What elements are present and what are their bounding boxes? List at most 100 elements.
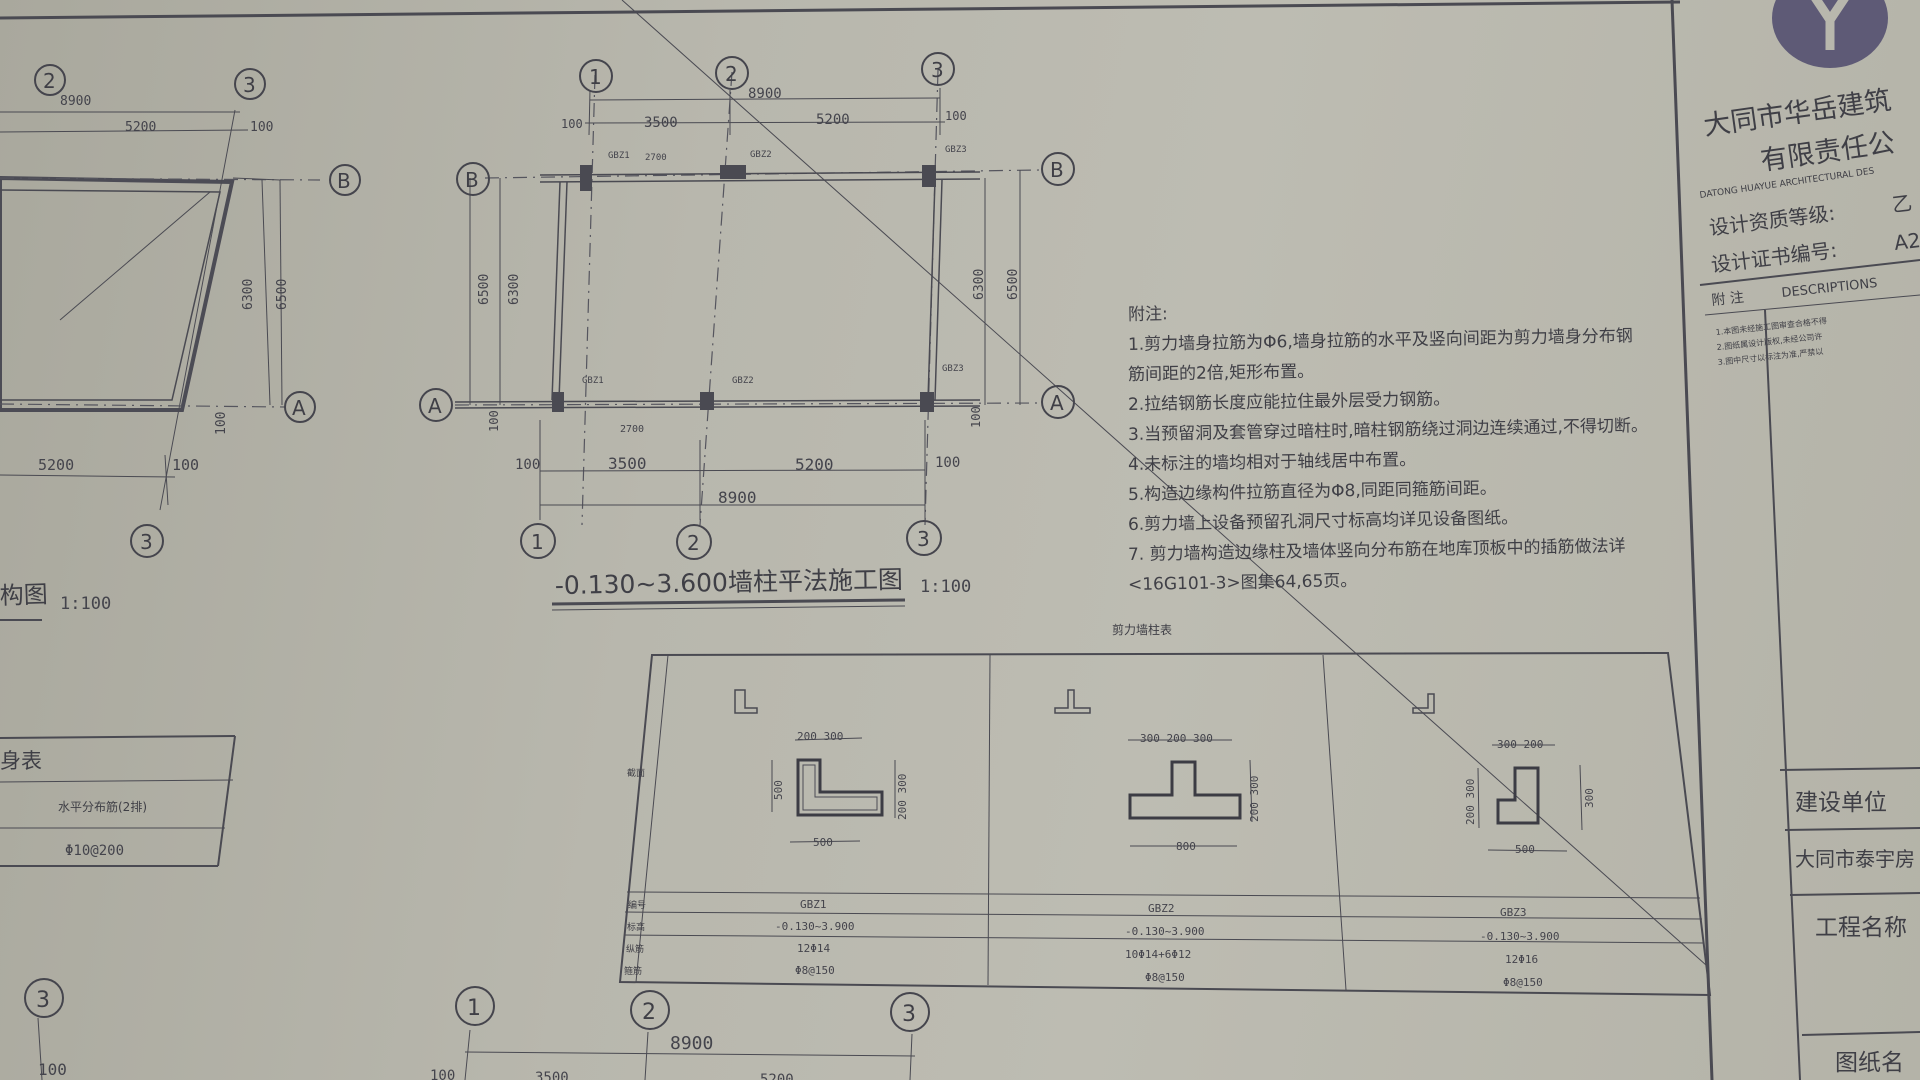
- top-dim-total: 8900: [748, 86, 782, 102]
- left-dim-edge: 100: [250, 120, 273, 135]
- grid-bubble-top-1: [579, 59, 613, 93]
- dim-line-top-total: [589, 97, 941, 101]
- grid-label-top-1: 1: [589, 65, 602, 89]
- grid-label-right-A-main: A: [1050, 391, 1064, 415]
- section-gbz1: 200 300 500 200 300 500: [734, 689, 909, 849]
- left-plan-wall-outline: [0, 175, 235, 412]
- grid-bubble-bottom-plan-2: [630, 990, 670, 1030]
- left-dim-edge-bottom: 100: [172, 456, 199, 474]
- grid-bubble-left-2: [34, 64, 66, 96]
- left-side-dim-edge: 100: [487, 410, 501, 432]
- bottom-plan-dim-span2: 5200: [760, 1072, 794, 1080]
- gbz3-dim-side: 300: [1583, 788, 1596, 808]
- dim-wall-sub-bottom: 2700: [620, 424, 644, 435]
- left-table-value: Φ10@200: [65, 843, 124, 859]
- grid-bubble-bottom-left-3: [24, 978, 64, 1018]
- company-name-line2: 有限责任公: [1759, 127, 1897, 176]
- bottom-dim-total: 8900: [718, 488, 757, 507]
- sheet-border-top: [0, 0, 1681, 20]
- top-dim-span2: 5200: [816, 112, 850, 128]
- left-drawing-scale: 1:100: [60, 594, 111, 614]
- column-gbz1-top: [580, 165, 592, 191]
- gbz2-long: 10Φ14+6Φ12: [1125, 948, 1191, 961]
- right-side-dim-bay-out: 6500: [1006, 269, 1021, 300]
- grid-bubble-bottom-plan-1: [455, 986, 495, 1026]
- qualification-label: 设计资质等级:: [1708, 201, 1837, 240]
- qualification-value: 乙: [1891, 191, 1914, 217]
- grid-label-left-2: 2: [43, 69, 56, 93]
- row-label-id: 编号: [628, 899, 646, 911]
- grid-label-top-3: 3: [931, 58, 944, 82]
- certificate-value: A2: [1893, 228, 1920, 255]
- bottom-dim-span2: 5200: [795, 455, 834, 474]
- column-gbz2-bottom: [700, 392, 714, 410]
- descriptions-en: DESCRIPTIONS: [1781, 276, 1878, 301]
- project-label: 工程名称: [1815, 915, 1907, 941]
- gbz2-dim-side: 200 300: [1248, 776, 1261, 822]
- column-table-border: [618, 651, 1712, 997]
- gbz3-dim-side2: 200 300: [1464, 779, 1477, 825]
- top-dim-span1: 3500: [644, 115, 678, 131]
- gbz3-dim-top: 300 200: [1497, 738, 1543, 751]
- section-gbz2: 300 200 300 200 300 800: [1054, 689, 1261, 853]
- general-notes: 附注: 1.剪力墙身拉筋为Φ6,墙身拉筋的水平及竖向间距为剪力墙身分布钢 筋间距…: [1128, 300, 1688, 600]
- main-drawing-scale: 1:100: [920, 577, 971, 597]
- grid-bubble-bottom-3: [906, 520, 942, 556]
- top-dim-edge-left: 100: [561, 117, 583, 131]
- tag-gbz3-top: GBZ3: [945, 145, 967, 155]
- grid-label-bottom-1: 1: [531, 530, 544, 554]
- gbz1-id: GBZ1: [800, 898, 827, 911]
- grid-label-left-B-main: B: [465, 168, 479, 192]
- gbz1-dim-side2: 200 300: [896, 774, 909, 820]
- left-table-title: 身表: [0, 749, 42, 773]
- bottom-plan-dim-total: 8900: [670, 1033, 713, 1054]
- gbz1-long: 12Φ14: [797, 942, 830, 955]
- gbz2-stir: Φ8@150: [1145, 971, 1185, 984]
- right-side-dim-edge: 100: [969, 406, 983, 428]
- gbz2-section-shape: [1128, 760, 1242, 820]
- grid-label-bottom-plan-1: 1: [467, 996, 481, 1021]
- grid-line-A: [454, 402, 1041, 406]
- left-wall-table: 身表 水平分布筋(2排) Φ10@200: [0, 735, 236, 867]
- gbz1-dim-top: 200 300: [797, 730, 843, 743]
- column-gbz1-bottom: [552, 392, 564, 412]
- left-dim-bay-out: 6500: [275, 279, 290, 310]
- grid-bubble-left-A-main: [419, 388, 453, 422]
- grid-label-left-B: B: [337, 169, 351, 193]
- title-block: 大同市华岳建筑 有限责任公 DATONG HUAYUE ARCHITECTURA…: [1699, 0, 1920, 1080]
- grid-label-left-bottom-3: 3: [140, 530, 153, 554]
- column-gbz3-bottom: [920, 392, 934, 412]
- column-gbz3-top: [922, 165, 936, 187]
- grid-label-bottom-plan-2: 2: [642, 1000, 656, 1025]
- gbz2-dim-top: 300 200 300: [1140, 732, 1213, 745]
- grid-line-2: [699, 71, 733, 526]
- grid-bubble-bottom-2: [676, 524, 712, 560]
- gbz3-id: GBZ3: [1500, 906, 1527, 919]
- grid-bubble-bottom-plan-3: [890, 992, 930, 1032]
- grid-bubble-left-A: [284, 391, 316, 423]
- left-drawing-title: 构图: [0, 580, 48, 610]
- main-drawing-title: -0.130~3.600墙柱平法施工图: [555, 565, 904, 600]
- gbz3-elev: -0.130~3.900: [1480, 930, 1559, 943]
- gbz3-stir: Φ8@150: [1503, 976, 1543, 989]
- dim-line-top-spans: [584, 121, 946, 124]
- drawing-name-label: 图纸名: [1835, 1050, 1904, 1076]
- grid-bubble-left-3: [234, 68, 266, 100]
- gbz3-dim-bottom: 500: [1515, 843, 1535, 856]
- main-wall-plan: GBZ1 GBZ2 GBZ3 GBZ1 GBZ2 GBZ3 2700 2700 …: [419, 52, 1075, 611]
- top-dim-edge-right: 100: [945, 109, 967, 123]
- grid-label-left-A: A: [292, 396, 306, 420]
- gbz1-section-shape: [796, 758, 884, 817]
- grid-line-B: [484, 169, 1041, 179]
- grid-bubble-top-3: [921, 52, 955, 86]
- bottom-plan-dim-span1: 3500: [535, 1070, 569, 1080]
- grid-label-left-A-main: A: [428, 394, 442, 418]
- row-label-long: 纵筋: [626, 943, 644, 955]
- grid-label-bottom-3: 3: [917, 527, 930, 551]
- gbz2-key-icon: [1054, 689, 1091, 714]
- grid-label-right-B-main: B: [1050, 158, 1064, 182]
- wall-column-table: 截面 编号 标高 纵筋 箍筋 200 300 500 200 300 500 3…: [618, 0, 1712, 997]
- grid-label-bottom-left-3: 3: [36, 988, 50, 1013]
